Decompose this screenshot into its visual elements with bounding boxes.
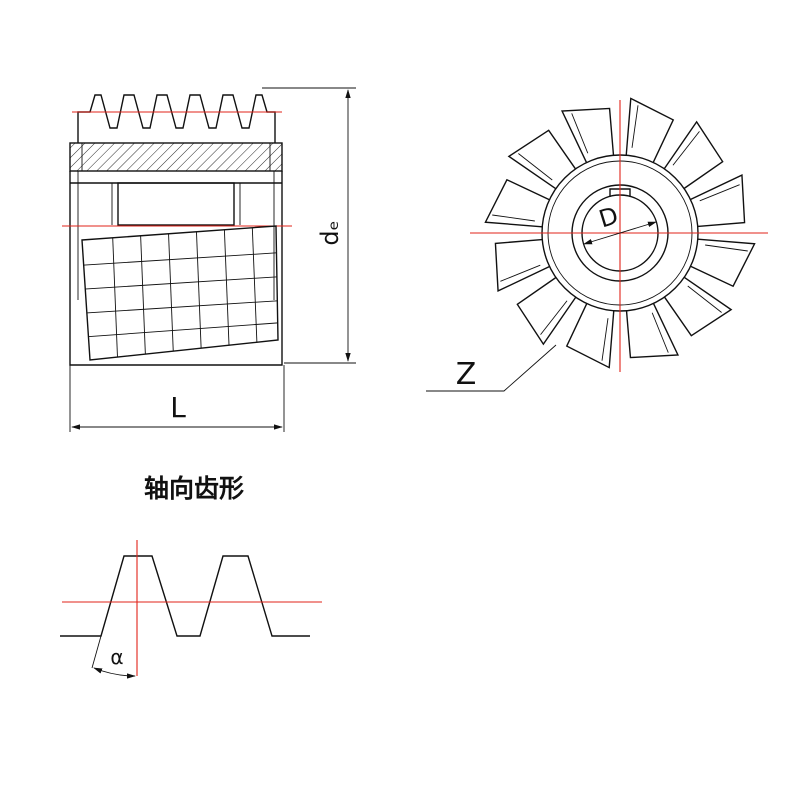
side-teeth-profile [77,94,276,143]
cutter-tooth-relief [672,131,700,166]
cutter-tooth-relief [705,244,748,252]
cutter-tooth-relief [540,300,568,335]
side-view: dₑ L [62,87,356,432]
cutter-tooth [690,173,746,228]
front-teeth [484,97,756,369]
cutter-tooth-relief [601,318,609,361]
hub-band [69,142,283,172]
cutter-tooth [565,303,615,369]
cutter-tooth-relief [518,153,553,181]
cutter-tooth [516,276,577,346]
axial-profile: 轴向齿形 α [60,474,322,679]
cutter-tooth [625,303,680,359]
cutter-tooth-relief [687,285,722,313]
body-outline [69,171,283,366]
cutter-tooth [663,276,733,337]
cutter-tooth-relief [492,214,535,222]
knurl-outline [81,225,279,361]
front-view: D Z [426,97,768,392]
bore-diameter-label: D [596,201,622,233]
bore-dimension-line [583,221,657,245]
outer-diameter-label: dₑ [316,220,344,245]
angle-flank-extension [91,635,102,669]
cutter-tooth-relief [651,312,669,353]
cutter-tooth [560,107,615,163]
cutter-tooth-relief [571,113,589,154]
knurl-grid [82,226,278,360]
cutter-tooth-relief [500,264,541,282]
angle-arc [93,667,136,679]
length-label: L [170,391,186,424]
teeth-leader [426,344,557,392]
cutter-tooth [494,238,550,293]
cutter-tooth [663,120,724,190]
axial-profile-title: 轴向齿形 [144,474,244,503]
cutter-tooth [484,178,550,228]
cutter-tooth [690,238,756,288]
axial-tooth-profile [60,555,310,637]
keyway-slot [117,182,235,226]
cutter-tooth [625,97,675,163]
teeth-label: Z [456,357,477,392]
cutter-tooth-relief [631,105,639,148]
angle-label: α [110,645,123,669]
cutter-tooth-relief [699,184,740,202]
cutter-tooth [507,129,577,190]
